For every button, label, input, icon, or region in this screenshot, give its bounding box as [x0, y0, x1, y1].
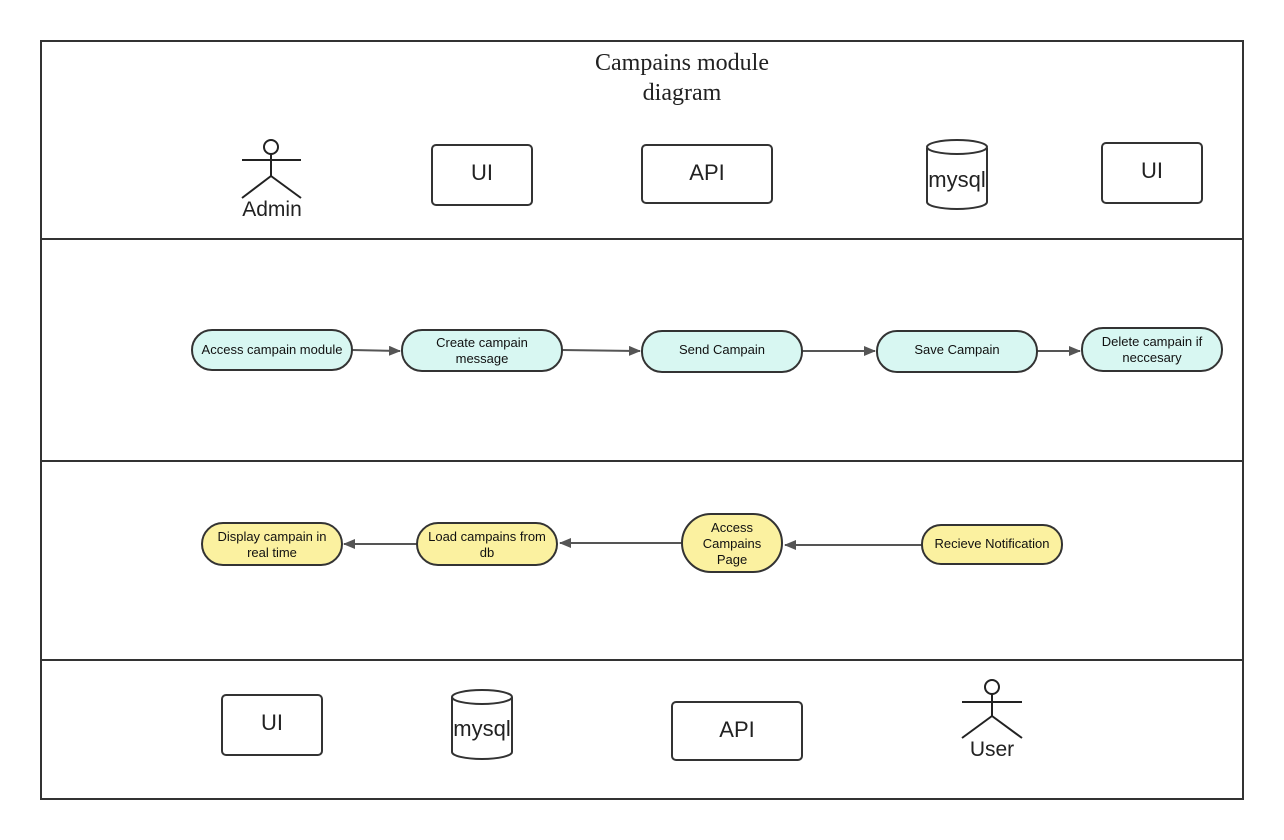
- admin-flow-arrows: [351, 345, 1081, 356]
- top-ui-box: UI: [431, 144, 533, 206]
- node-delete-campain-label-1: Delete campain if: [1102, 334, 1203, 349]
- node-delete-campain: Delete campain if neccesary: [1081, 327, 1223, 372]
- bottom-ui-box-label: UI: [261, 710, 283, 735]
- bottom-mysql-label: mysql: [453, 716, 510, 741]
- node-recieve-notification-label: Recieve Notification: [935, 536, 1050, 551]
- node-access-campains-page-label-3: Page: [717, 552, 747, 567]
- node-delete-campain-label-2: neccesary: [1122, 350, 1182, 365]
- top-api-box-label: API: [689, 160, 724, 185]
- admin-actor-label: Admin: [242, 198, 302, 221]
- node-create-campain-message: Create campain message: [401, 329, 563, 372]
- node-save-campain-label: Save Campain: [914, 342, 999, 357]
- diagram-title-line1: Campains module: [595, 50, 769, 76]
- actor-head: [263, 139, 279, 155]
- node-load-campains-label-1: Load campains from: [428, 529, 546, 544]
- user-actor-label: User: [970, 738, 1014, 761]
- node-send-campain: Send Campain: [641, 330, 803, 373]
- top-mysql-label: mysql: [928, 167, 985, 192]
- node-access-campain-module: Access campain module: [191, 329, 353, 371]
- bottom-ui-box: UI: [221, 694, 323, 756]
- node-display-campain: Display campain in real time: [201, 522, 343, 566]
- top-ui-box-label: UI: [471, 160, 493, 185]
- user-actor: User: [961, 679, 1023, 761]
- user-flow-arrows: [343, 538, 922, 550]
- bottom-api-box: API: [671, 701, 803, 761]
- node-load-campains-from-db: Load campains from db: [416, 522, 558, 566]
- top-mysql-database: mysql: [926, 139, 988, 210]
- node-create-campain-message-label-1: Create campain: [436, 335, 528, 350]
- bottom-api-box-label: API: [719, 717, 754, 742]
- node-display-campain-label-2: real time: [247, 545, 297, 560]
- top-ui-box-right: UI: [1101, 142, 1203, 204]
- top-ui-box-right-label: UI: [1141, 158, 1163, 183]
- arrow-create-to-send: [561, 345, 641, 356]
- node-recieve-notification: Recieve Notification: [921, 524, 1063, 565]
- admin-actor: Admin: [241, 139, 302, 221]
- actor-head: [984, 679, 1000, 695]
- node-access-campain-module-label: Access campain module: [202, 342, 343, 357]
- diagram-frame: [40, 40, 1244, 800]
- node-access-campains-page: Access Campains Page: [681, 513, 783, 573]
- bottom-mysql-database: mysql: [451, 689, 513, 760]
- arrow-access-to-create: [351, 345, 401, 356]
- node-load-campains-label-2: db: [480, 545, 494, 560]
- top-api-box: API: [641, 144, 773, 204]
- diagram-title-line2: diagram: [643, 80, 722, 106]
- node-access-campains-page-label-1: Access: [711, 520, 753, 535]
- node-display-campain-label-1: Display campain in: [217, 529, 326, 544]
- node-send-campain-label: Send Campain: [679, 342, 765, 357]
- node-save-campain: Save Campain: [876, 330, 1038, 373]
- node-access-campains-page-label-2: Campains: [703, 536, 762, 551]
- node-create-campain-message-label-2: message: [456, 351, 509, 366]
